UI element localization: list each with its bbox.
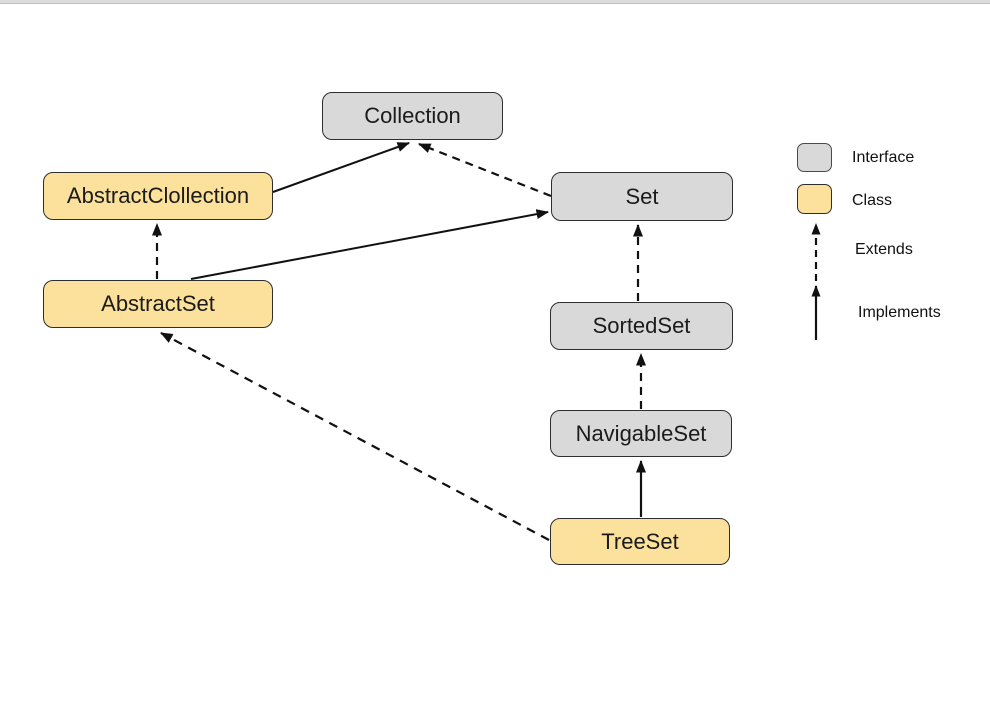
- legend-interface-label: Interface: [852, 149, 915, 166]
- node-abstractclollection-label: AbstractClollection: [66, 183, 250, 208]
- node-collection-label: Collection: [364, 103, 461, 128]
- node-sortedset: SortedSet: [550, 302, 733, 350]
- node-set-label: Set: [625, 183, 659, 209]
- edge-set-extends-collection: [418, 142, 552, 198]
- edge-treeset-extends-abstractset: [160, 332, 550, 541]
- node-abstractset-label: AbstractSet: [101, 291, 215, 316]
- legend-extends-label: Extends: [855, 241, 913, 258]
- legend-class-label: Class: [852, 192, 893, 209]
- solid-arrow-icon: [811, 285, 821, 340]
- node-abstractset: AbstractSet: [43, 280, 273, 328]
- edge-abstractclollection-implements-collection: [272, 142, 410, 193]
- legend-implements-label: Implements: [858, 304, 941, 321]
- node-navigableset: NavigableSet: [550, 410, 732, 457]
- legend-class-swatch: [797, 184, 832, 214]
- node-collection: Collection: [322, 92, 503, 140]
- node-navigableset-label: NavigableSet: [575, 420, 707, 446]
- dashed-arrow-icon: [811, 223, 821, 281]
- node-abstractclollection: AbstractClollection: [43, 172, 273, 220]
- node-treeset-label: TreeSet: [601, 528, 679, 554]
- node-treeset: TreeSet: [550, 518, 730, 565]
- legend-interface-swatch: [797, 143, 832, 172]
- edge-abstractset-implements-set: [190, 209, 549, 280]
- node-set: Set: [551, 172, 733, 221]
- node-sortedset-label: SortedSet: [592, 313, 691, 338]
- top-divider-bar: [0, 0, 990, 4]
